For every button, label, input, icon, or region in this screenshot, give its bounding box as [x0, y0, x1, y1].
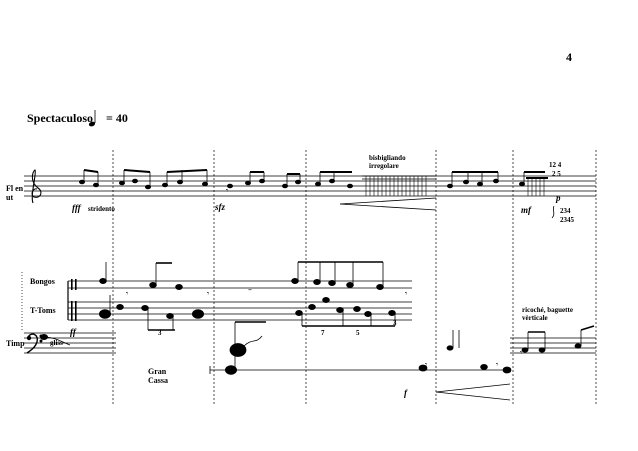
bisbigliando-marking-line2: irregolare [369, 162, 399, 170]
svg-text:𝄾: 𝄾 [226, 186, 228, 195]
dynamic-ff: ff [70, 327, 76, 337]
svg-text:𝄾: 𝄾 [126, 289, 128, 298]
tuplet-5: 5 [356, 329, 360, 337]
svg-text:𝄾: 𝄾 [207, 289, 209, 298]
tuplet-3-a: 3 [158, 329, 162, 337]
treble-clef [31, 169, 42, 204]
misc-marks: 𝄾 𝄾 – 𝄾 𝄾 𝄾 𝄾 𝄾 [126, 186, 522, 369]
fingering-top: 12 4 [549, 161, 562, 169]
gran-cassa-label-line2: Cassa [148, 376, 169, 385]
page-number: 4 [566, 50, 572, 64]
fingering-mid: 2 5 [552, 170, 561, 178]
timp-staff [24, 332, 596, 354]
dynamic-fff: fff [72, 203, 81, 213]
ricoche-marking-line1: ricoché, baguette [522, 306, 573, 314]
flute-notes [79, 169, 545, 190]
fingering-b: 2345 [560, 216, 574, 224]
quarter-note-glyph [88, 110, 96, 127]
fingering-a: 234 [560, 207, 571, 215]
svg-text:𝄾: 𝄾 [496, 360, 498, 369]
ricoche-marking-line2: vèrticale [522, 314, 548, 322]
bisbigliando-block [339, 175, 437, 211]
bass-clef [26, 333, 43, 354]
tuplet-7: 7 [321, 329, 325, 337]
svg-text:𝄾: 𝄾 [425, 360, 427, 369]
flute-staff [24, 175, 596, 197]
flute-label-line1: Fl en [6, 184, 24, 193]
timp-notes [40, 321, 595, 375]
svg-text:𝄾: 𝄾 [520, 348, 522, 357]
dynamic-mf: mf [521, 205, 531, 215]
bongos-staff [68, 280, 412, 289]
dashed-barlines [112, 150, 597, 405]
gran-cassa-label-line1: Gran [148, 367, 167, 376]
flute-label-line2: ut [6, 193, 14, 202]
percussion-notes [99, 261, 396, 331]
dynamic-sfz: sfz [215, 202, 226, 212]
tempo-value: = 40 [106, 111, 128, 125]
toms-label: T-Toms [30, 306, 56, 315]
bisbigliando-marking-line1: bisbigliando [369, 154, 406, 162]
bongos-label: Bongos [30, 277, 55, 286]
flute-end-tremolo [526, 177, 555, 219]
stridento-marking: stridento [88, 205, 115, 213]
timp-gestures [45, 335, 511, 401]
dynamic-f: f [404, 388, 407, 398]
percussion-clefs [71, 279, 77, 321]
svg-text:–: – [248, 285, 252, 294]
svg-text:𝄾: 𝄾 [405, 289, 407, 298]
dynamic-p: p [556, 193, 561, 203]
tempo-marking: Spectaculoso [27, 111, 93, 125]
timp-label: Timp [6, 339, 25, 348]
